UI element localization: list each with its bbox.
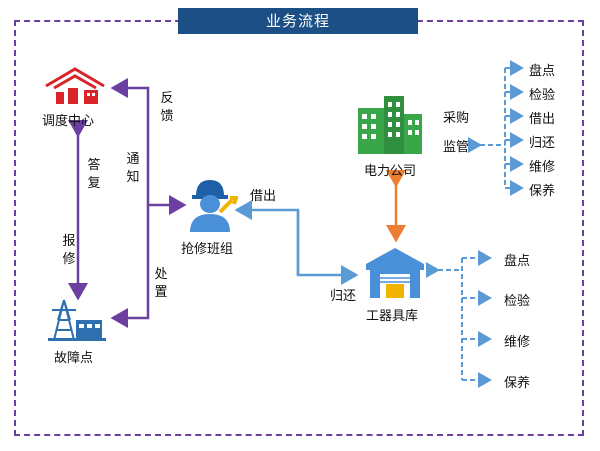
company-task-tree (468, 60, 524, 196)
dispatch-center-icon (45, 67, 105, 104)
company-task-item: 保养 (529, 184, 556, 199)
return-label: 归还 (330, 289, 357, 304)
repair-team-label: 抢修班组 (181, 242, 234, 257)
company-task-item: 检验 (529, 88, 556, 103)
feedback-label: 反馈 (160, 91, 174, 124)
company-task-item: 借出 (529, 112, 556, 127)
feedback-arrow (110, 78, 150, 205)
notify-label: 通知 (126, 152, 140, 185)
handle-arrow (110, 205, 150, 328)
diagram-title: 业务流程 (178, 8, 418, 34)
storage-task-item: 维修 (504, 335, 531, 350)
borrow-arrow (234, 200, 300, 275)
return-arrow (296, 210, 359, 285)
storage-task-item: 检验 (504, 294, 531, 309)
transmission-tower-icon (48, 299, 106, 341)
power-company-label: 电力公司 (364, 164, 417, 179)
storage-task-item: 盘点 (504, 254, 531, 269)
fault-point-label: 故障点 (54, 351, 94, 366)
storage-task-item: 保养 (504, 376, 531, 391)
supervise-label: 监管 (443, 140, 470, 155)
borrow-label: 借出 (250, 189, 277, 204)
reply-label: 答复 (87, 158, 101, 191)
handle-label: 处置 (154, 267, 168, 300)
tool-storage-label: 工器具库 (366, 309, 419, 324)
dispatch-center-label: 调度中心 (42, 114, 95, 129)
company-task-item: 维修 (529, 160, 556, 175)
worker-icon (190, 180, 238, 232)
purchase-label: 采购 (443, 111, 470, 126)
company-task-item: 盘点 (529, 64, 556, 79)
storage-task-tree (426, 250, 492, 388)
warehouse-icon (366, 248, 424, 298)
office-building-icon (358, 96, 422, 154)
company-task-item: 归还 (529, 136, 556, 151)
report-label: 报修 (62, 234, 76, 267)
